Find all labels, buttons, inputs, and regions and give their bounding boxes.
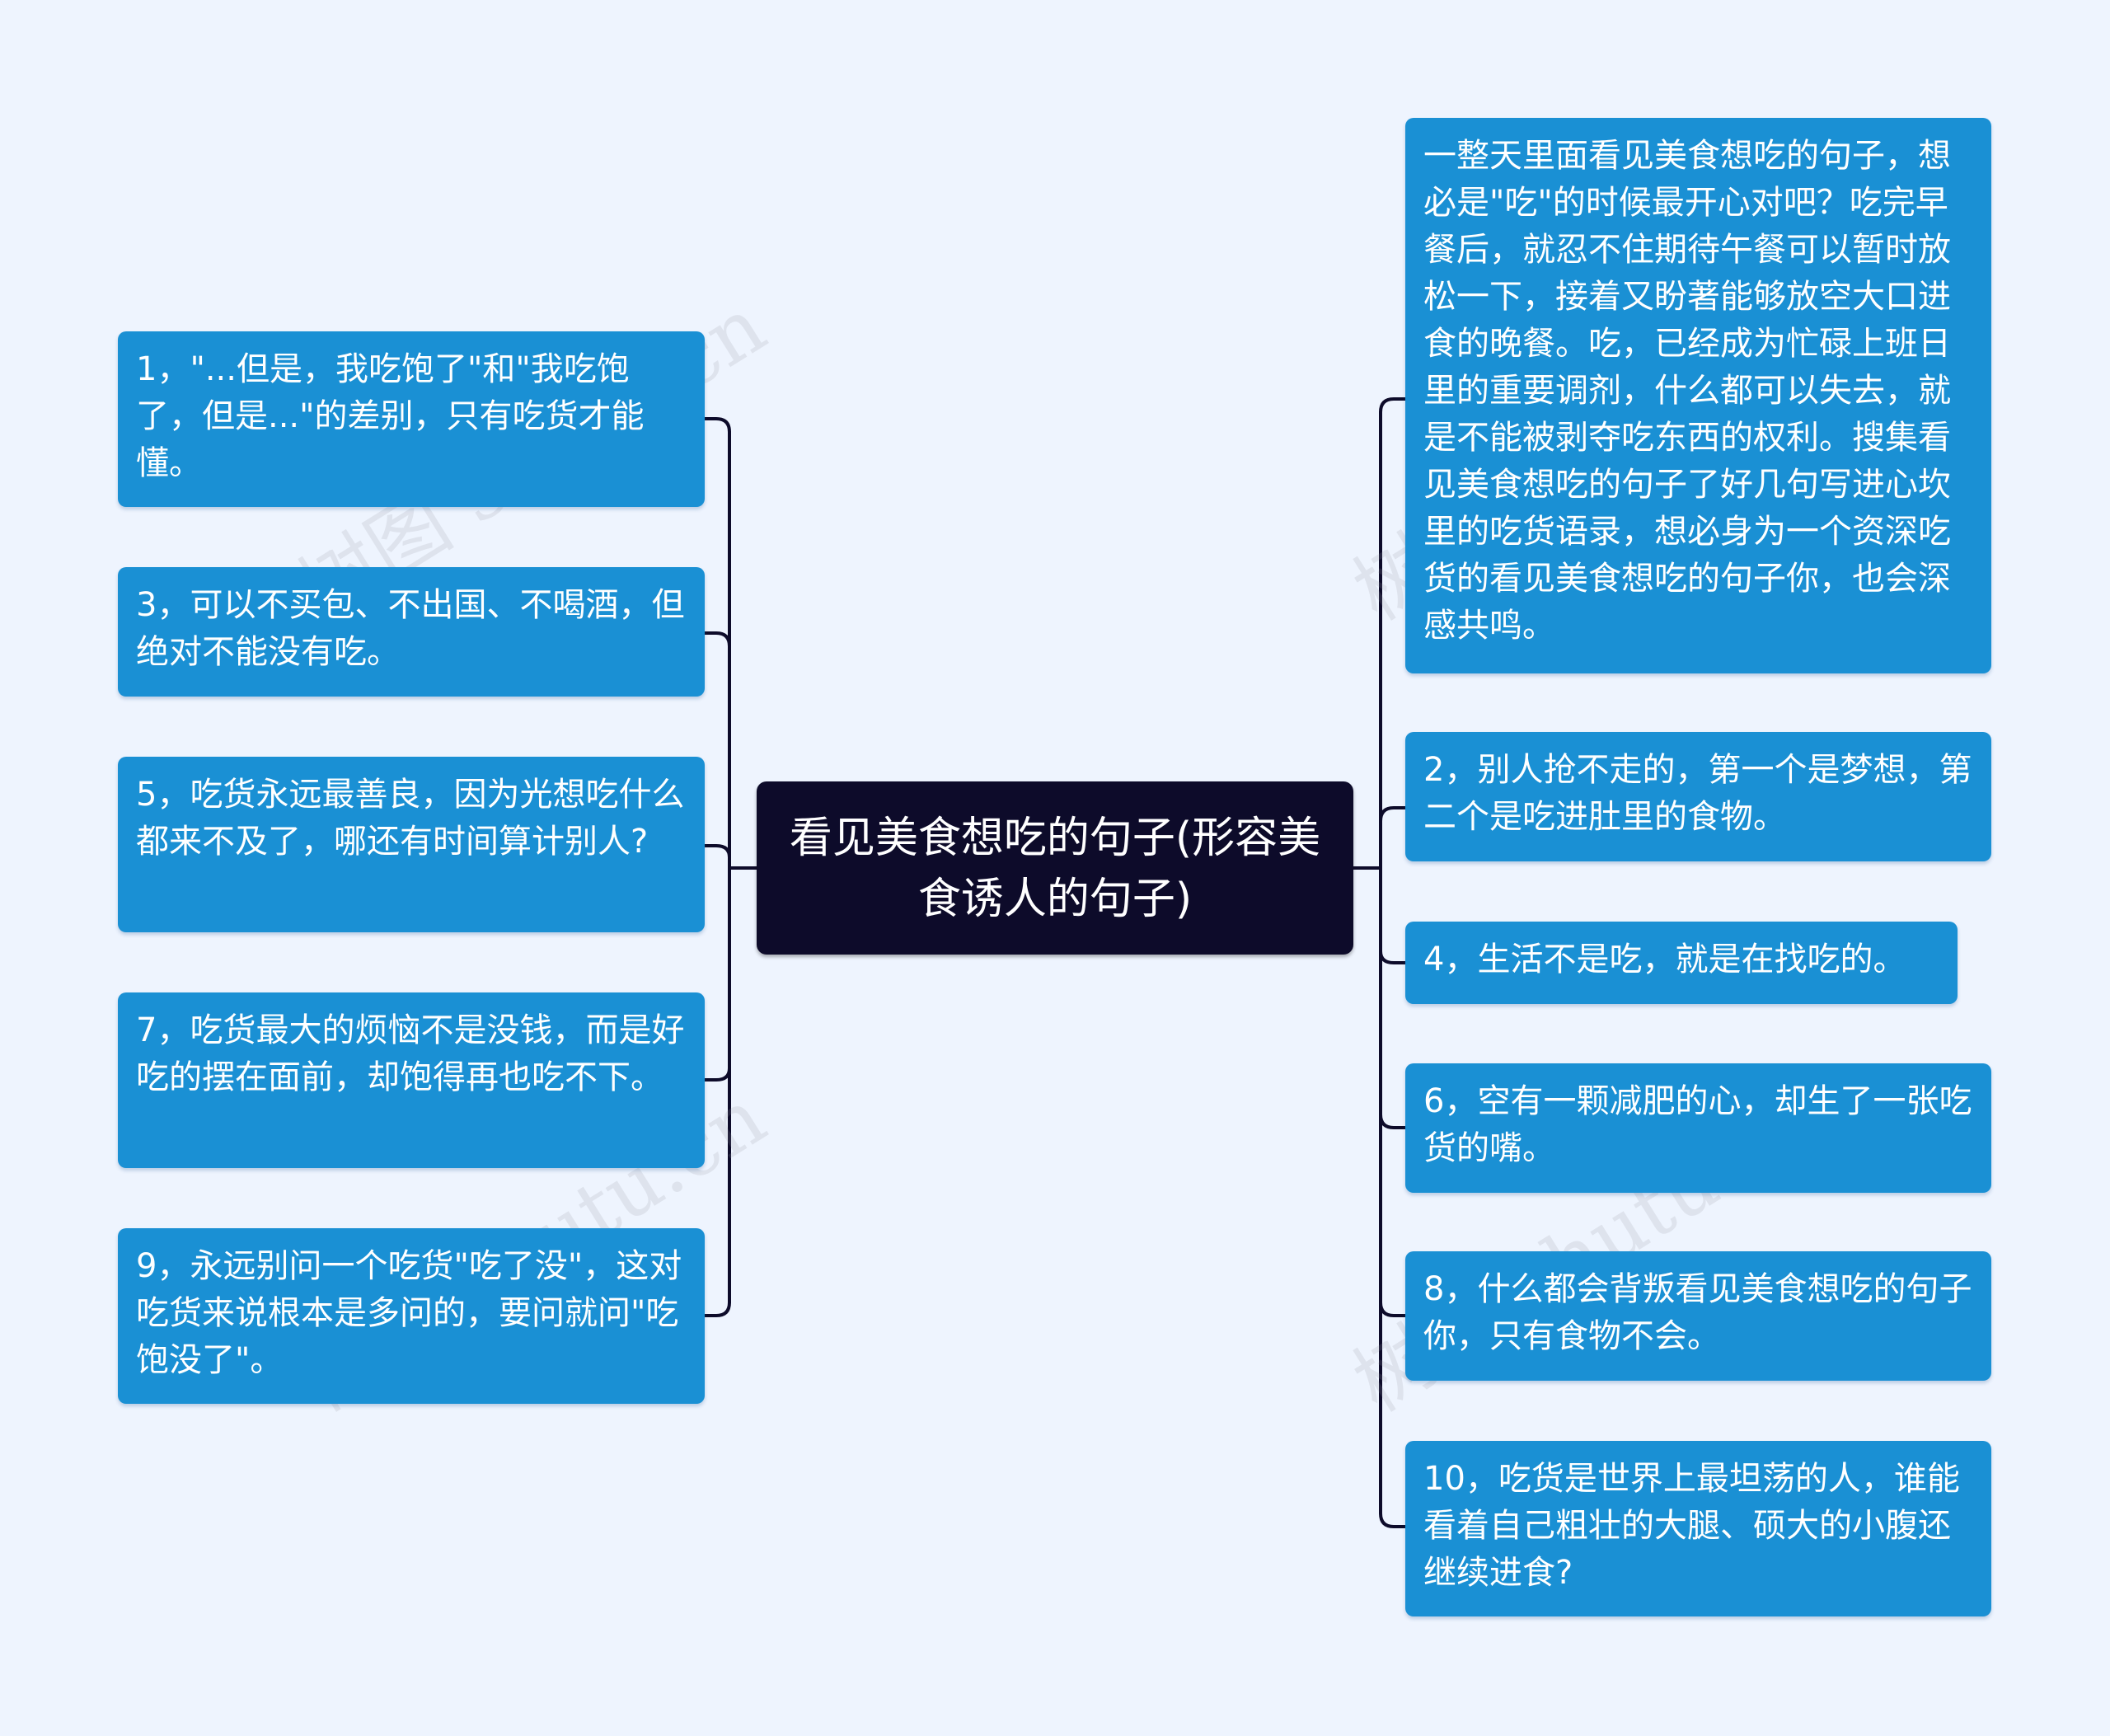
branch-node-5[interactable]: 5，吃货永远最善良，因为光想吃什么都来不及了，哪还有时间算计别人? [118, 757, 705, 932]
branch-node-label: 9，永远别问一个吃货"吃了没"，这对吃货来说根本是多问的，要问就问"吃饱没了"。 [136, 1247, 682, 1379]
connector-right-6 [1379, 1113, 1407, 1129]
branch-node-8[interactable]: 8，什么都会背叛看见美食想吃的句子你，只有食物不会。 [1405, 1251, 1991, 1381]
branch-node-label: 7，吃货最大的烦恼不是没钱，而是好吃的摆在面前，却饱得再也吃不下。 [136, 1011, 685, 1096]
central-topic-label: 看见美食想吃的句子(形容美食诱人的句子) [789, 814, 1321, 924]
central-topic[interactable]: 看见美食想吃的句子(形容美食诱人的句子) [757, 781, 1353, 955]
branch-node-label: 6，空有一颗减肥的心，却生了一张吃货的嘴。 [1423, 1082, 1972, 1167]
branch-node-label: 4，生活不是吃，就是在找吃的。 [1423, 941, 1906, 978]
branch-node-label: 10，吃货是世界上最坦荡的人，谁能看着自己粗壮的大腿、硕大的小腹还继续进食? [1423, 1460, 1960, 1592]
branch-node-label: 2，别人抢不走的，第一个是梦想，第二个是吃进肚里的食物。 [1423, 751, 1972, 836]
branch-node-2[interactable]: 2，别人抢不走的，第一个是梦想，第二个是吃进肚里的食物。 [1405, 732, 1991, 861]
branch-node-label: 1，"...但是，我吃饱了"和"我吃饱了，但是..."的差别，只有吃货才能懂。 [136, 350, 645, 482]
branch-node-3[interactable]: 3，可以不买包、不出国、不喝酒，但绝对不能没有吃。 [118, 567, 705, 697]
branch-node-10[interactable]: 10，吃货是世界上最坦荡的人，谁能看着自己粗壮的大腿、硕大的小腹还继续进食? [1405, 1441, 1991, 1616]
connector-left-5 [703, 844, 731, 859]
branch-node-label: 5，吃货永远最善良，因为光想吃什么都来不及了，哪还有时间算计别人? [136, 776, 685, 861]
connector-left-1 [703, 417, 731, 434]
connector-right-0 [1379, 397, 1407, 414]
branch-node-7[interactable]: 7，吃货最大的烦恼不是没钱，而是好吃的摆在面前，却饱得再也吃不下。 [118, 992, 705, 1168]
branch-node-4[interactable]: 4，生活不是吃，就是在找吃的。 [1405, 922, 1958, 1004]
connector-right-4 [1379, 950, 1407, 964]
branch-node-intro[interactable]: 一整天里面看见美食想吃的句子，想必是"吃"的时候最开心对吧？吃完早餐后，就忍不住… [1405, 118, 1991, 673]
branch-node-1[interactable]: 1，"...但是，我吃饱了"和"我吃饱了，但是..."的差别，只有吃货才能懂。 [118, 331, 705, 507]
connector-right-8 [1379, 1301, 1407, 1317]
branch-node-label: 8，什么都会背叛看见美食想吃的句子你，只有食物不会。 [1423, 1270, 1972, 1355]
branch-node-6[interactable]: 6，空有一颗减肥的心，却生了一张吃货的嘴。 [1405, 1063, 1991, 1193]
connector-left-7 [703, 1067, 731, 1081]
connector-right-2 [1379, 806, 1407, 823]
branch-node-label: 3，可以不买包、不出国、不喝酒，但绝对不能没有吃。 [136, 586, 685, 671]
branch-node-label: 一整天里面看见美食想吃的句子，想必是"吃"的时候最开心对吧？吃完早餐后，就忍不住… [1423, 137, 1951, 645]
branch-node-9[interactable]: 9，永远别问一个吃货"吃了没"，这对吃货来说根本是多问的，要问就问"吃饱没了"。 [118, 1228, 705, 1404]
connector-left-3 [703, 631, 731, 648]
connector-right-10 [1379, 1512, 1407, 1528]
connector-left-9 [703, 1301, 731, 1317]
